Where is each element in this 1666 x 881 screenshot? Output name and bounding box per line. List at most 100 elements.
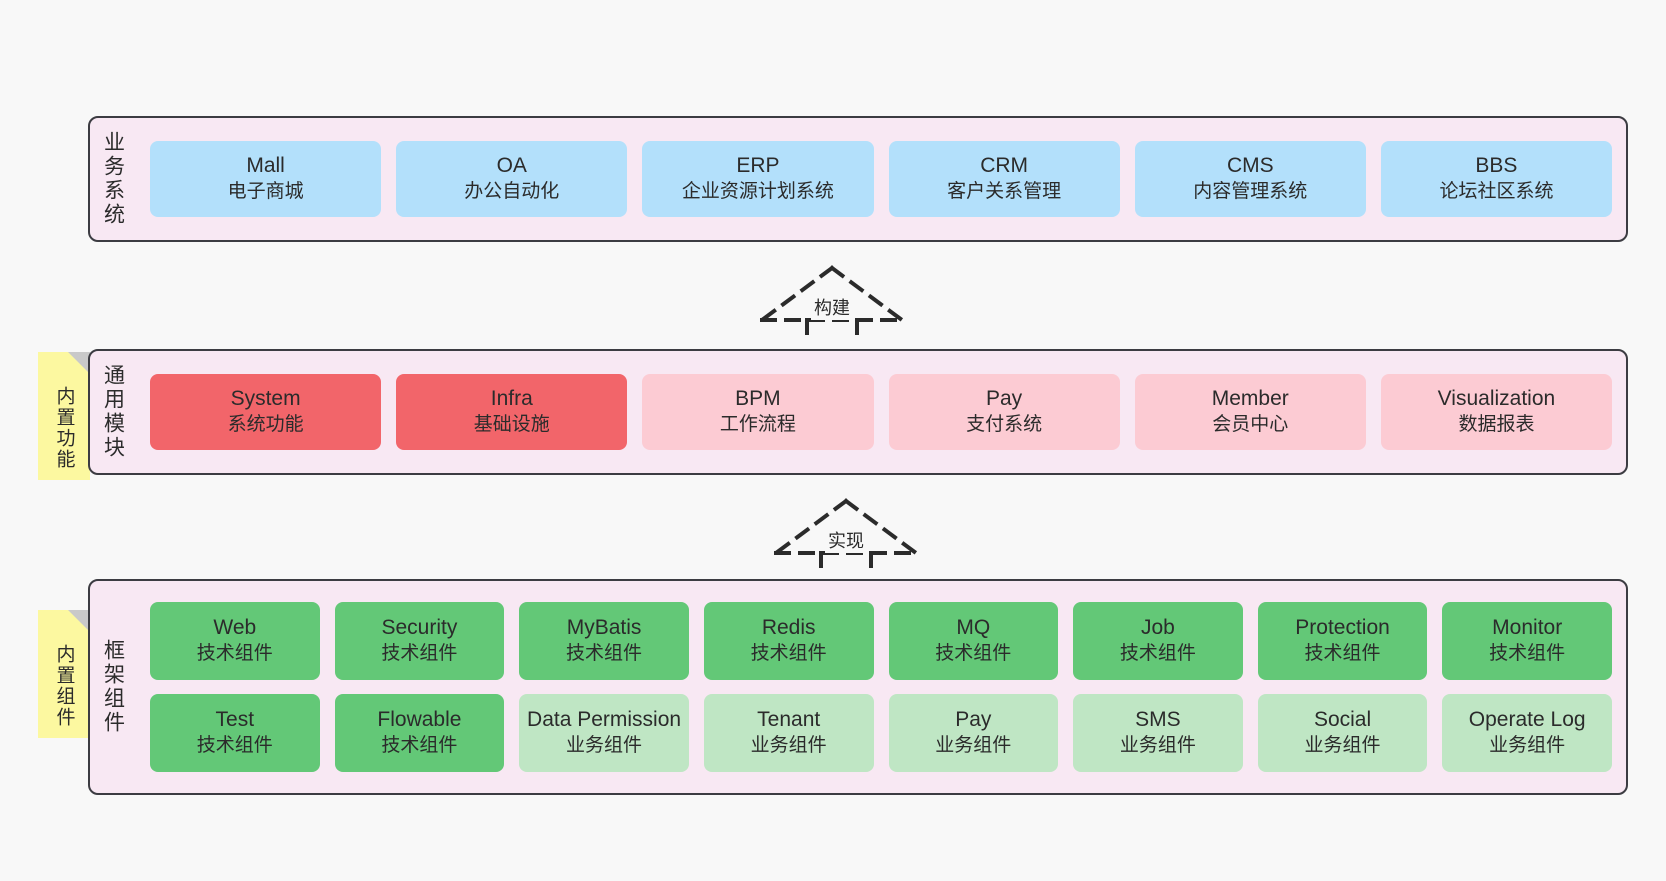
card-title: Infra bbox=[490, 387, 533, 411]
card-subtitle: 业务组件 bbox=[750, 735, 827, 757]
card-title: Redis bbox=[761, 616, 816, 640]
fold-corner-icon bbox=[68, 610, 90, 632]
card-subtitle: 业务组件 bbox=[566, 735, 643, 757]
card-subtitle: 技术组件 bbox=[381, 643, 458, 665]
tag-label: 内置功能 bbox=[53, 386, 75, 470]
card-test[interactable]: Test 技术组件 bbox=[150, 694, 320, 772]
layer-business-system: 业务系统 Mall 电子商城 OA 办公自动化 ERP 企业资源计划系统 CRM… bbox=[88, 116, 1628, 242]
card-title: MQ bbox=[956, 616, 991, 640]
card-title: Pay bbox=[986, 387, 1023, 411]
card-subtitle: 基础设施 bbox=[473, 414, 550, 436]
card-subtitle: 工作流程 bbox=[719, 414, 796, 436]
card-visualization[interactable]: Visualization 数据报表 bbox=[1380, 374, 1613, 450]
layer-body-business-system: Mall 电子商城 OA 办公自动化 ERP 企业资源计划系统 CRM 客户关系… bbox=[136, 118, 1626, 240]
card-title: Pay bbox=[955, 708, 992, 732]
card-pay-business[interactable]: Pay 业务组件 bbox=[888, 694, 1059, 772]
card-subtitle: 数据报表 bbox=[1458, 414, 1535, 436]
card-member[interactable]: Member 会员中心 bbox=[1134, 374, 1366, 450]
connector-build-label: 构建 bbox=[811, 294, 853, 320]
layer-framework-components: 框架组件 Web 技术组件 Security 技术组件 MyBatis 技术组件… bbox=[88, 579, 1628, 795]
card-flowable[interactable]: Flowable 技术组件 bbox=[334, 694, 505, 772]
card-subtitle: 支付系统 bbox=[966, 414, 1043, 436]
card-system[interactable]: System 系统功能 bbox=[150, 374, 382, 450]
card-subtitle: 技术组件 bbox=[1304, 643, 1381, 665]
card-job[interactable]: Job 技术组件 bbox=[1073, 602, 1243, 680]
card-title: BPM bbox=[735, 387, 781, 411]
tag-label: 内置组件 bbox=[53, 644, 75, 728]
card-row: Test 技术组件 Flowable 技术组件 Data Permission … bbox=[150, 694, 1612, 772]
card-subtitle: 系统功能 bbox=[227, 414, 304, 436]
card-bbs[interactable]: BBS 论坛社区系统 bbox=[1380, 141, 1613, 217]
card-title: Data Permission bbox=[527, 708, 682, 732]
card-social[interactable]: Social 业务组件 bbox=[1257, 694, 1428, 772]
tag-built-in-features: 内置功能 bbox=[38, 352, 90, 480]
card-bpm[interactable]: BPM 工作流程 bbox=[642, 374, 874, 450]
card-subtitle: 办公自动化 bbox=[464, 181, 560, 203]
card-title: Job bbox=[1141, 616, 1175, 640]
connector-implement-label: 实现 bbox=[825, 527, 867, 553]
card-subtitle: 技术组件 bbox=[1119, 643, 1196, 665]
layer-body-framework-components: Web 技术组件 Security 技术组件 MyBatis 技术组件 Redi… bbox=[136, 581, 1626, 793]
card-title: OA bbox=[496, 154, 527, 178]
card-row: Web 技术组件 Security 技术组件 MyBatis 技术组件 Redi… bbox=[150, 602, 1612, 680]
card-subtitle: 技术组件 bbox=[196, 735, 273, 757]
card-subtitle: 业务组件 bbox=[1304, 735, 1381, 757]
layer-title-framework-components: 框架组件 bbox=[101, 639, 125, 735]
card-title: System bbox=[230, 387, 301, 411]
card-subtitle: 业务组件 bbox=[935, 735, 1012, 757]
card-title: Monitor bbox=[1492, 616, 1563, 640]
card-subtitle: 客户关系管理 bbox=[947, 181, 1062, 203]
card-title: CRM bbox=[980, 154, 1029, 178]
card-protection[interactable]: Protection 技术组件 bbox=[1257, 602, 1428, 680]
connector-build: 构建 bbox=[752, 262, 912, 342]
card-title: Web bbox=[213, 616, 257, 640]
card-subtitle: 技术组件 bbox=[566, 643, 643, 665]
card-title: Visualization bbox=[1437, 387, 1556, 411]
card-subtitle: 技术组件 bbox=[1489, 643, 1566, 665]
card-monitor[interactable]: Monitor 技术组件 bbox=[1442, 602, 1612, 680]
card-subtitle: 内容管理系统 bbox=[1193, 181, 1308, 203]
connector-implement: 实现 bbox=[766, 495, 926, 575]
fold-corner-icon bbox=[68, 352, 90, 374]
card-subtitle: 技术组件 bbox=[196, 643, 273, 665]
card-title: Tenant bbox=[757, 708, 821, 732]
card-row: Mall 电子商城 OA 办公自动化 ERP 企业资源计划系统 CRM 客户关系… bbox=[150, 141, 1613, 217]
card-cms[interactable]: CMS 内容管理系统 bbox=[1134, 141, 1366, 217]
card-crm[interactable]: CRM 客户关系管理 bbox=[888, 141, 1120, 217]
card-title: Flowable bbox=[377, 708, 462, 732]
card-redis[interactable]: Redis 技术组件 bbox=[703, 602, 874, 680]
layer-common-modules: 通用模块 System 系统功能 Infra 基础设施 BPM 工作流程 Pay… bbox=[88, 349, 1628, 475]
card-mybatis[interactable]: MyBatis 技术组件 bbox=[519, 602, 689, 680]
card-title: CMS bbox=[1226, 154, 1274, 178]
card-infra[interactable]: Infra 基础设施 bbox=[396, 374, 628, 450]
card-title: Security bbox=[381, 616, 458, 640]
card-title: ERP bbox=[736, 154, 780, 178]
card-subtitle: 技术组件 bbox=[381, 735, 458, 757]
card-web[interactable]: Web 技术组件 bbox=[150, 602, 320, 680]
card-pay[interactable]: Pay 支付系统 bbox=[888, 374, 1120, 450]
layer-title-business-system: 业务系统 bbox=[101, 131, 125, 227]
card-title: BBS bbox=[1475, 154, 1518, 178]
card-subtitle: 技术组件 bbox=[750, 643, 827, 665]
card-subtitle: 论坛社区系统 bbox=[1439, 181, 1554, 203]
card-title: Mall bbox=[246, 154, 285, 178]
card-sms[interactable]: SMS 业务组件 bbox=[1073, 694, 1243, 772]
card-subtitle: 技术组件 bbox=[935, 643, 1012, 665]
card-security[interactable]: Security 技术组件 bbox=[334, 602, 505, 680]
card-subtitle: 电子商城 bbox=[227, 181, 304, 203]
card-title: Test bbox=[215, 708, 255, 732]
card-erp[interactable]: ERP 企业资源计划系统 bbox=[642, 141, 874, 217]
card-mall[interactable]: Mall 电子商城 bbox=[150, 141, 382, 217]
card-subtitle: 会员中心 bbox=[1212, 414, 1289, 436]
card-title: SMS bbox=[1135, 708, 1181, 732]
card-title: Member bbox=[1211, 387, 1289, 411]
card-tenant[interactable]: Tenant 业务组件 bbox=[703, 694, 874, 772]
card-subtitle: 业务组件 bbox=[1119, 735, 1196, 757]
card-operate-log[interactable]: Operate Log 业务组件 bbox=[1442, 694, 1612, 772]
card-title: Protection bbox=[1295, 616, 1390, 640]
card-data-permission[interactable]: Data Permission 业务组件 bbox=[519, 694, 689, 772]
card-oa[interactable]: OA 办公自动化 bbox=[396, 141, 628, 217]
card-mq[interactable]: MQ 技术组件 bbox=[888, 602, 1059, 680]
layer-body-common-modules: System 系统功能 Infra 基础设施 BPM 工作流程 Pay 支付系统… bbox=[136, 351, 1626, 473]
